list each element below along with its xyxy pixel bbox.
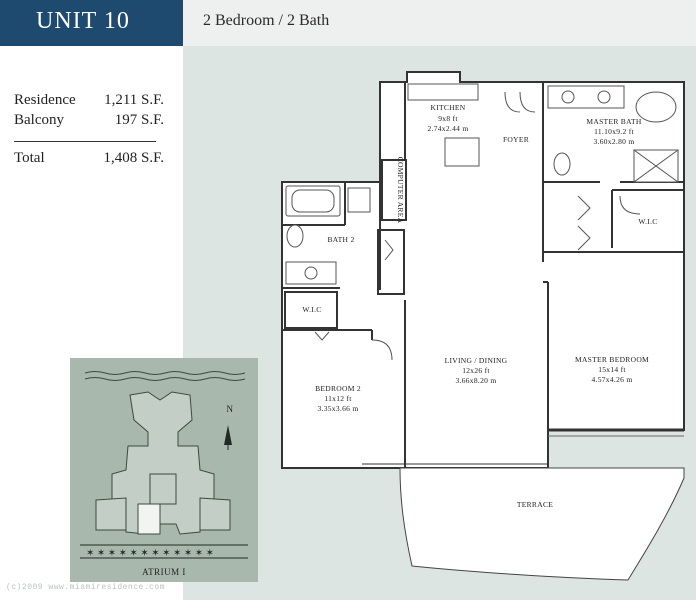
bath2-toilet <box>286 224 304 248</box>
door-swing <box>619 195 641 215</box>
door-swing <box>577 225 591 251</box>
master-tub <box>635 91 677 123</box>
terrace-label: TERRACE <box>517 500 553 509</box>
doors <box>314 91 641 361</box>
total-label: Total <box>14 150 45 166</box>
master-bath-dim-m: 3.60x2.80 m <box>593 137 634 146</box>
watermark: (c)2009 www.miamiresidence.com <box>6 583 166 592</box>
core <box>149 473 177 505</box>
wic-left-label: W.I.C <box>302 305 321 314</box>
kitchen-counter <box>407 83 479 101</box>
bedroom2-label: BEDROOM 2 <box>315 384 361 393</box>
bath2-sink <box>347 187 371 213</box>
north-arrow-head <box>224 425 232 445</box>
door-swing <box>504 91 521 113</box>
shower-mark <box>633 149 679 183</box>
tree-row: ✶✶✶✶✶✶✶✶✶✶✶✶ <box>86 548 217 559</box>
master-bath-dim-ft: 11.10x9.2 ft <box>594 127 634 136</box>
kitchen-island <box>444 137 480 167</box>
subtitle-bar: 2 Bedroom / 2 Bath <box>183 0 696 46</box>
atrium-label: ATRIUM I <box>142 567 186 577</box>
computer-area-label: COMPUTER AREA <box>396 157 405 224</box>
bath2-label: BATH 2 <box>327 235 354 244</box>
wing-right <box>199 497 231 531</box>
interior-walls <box>282 82 684 468</box>
area-row-residence: Residence 1,211 S.F. <box>14 92 164 112</box>
bath2-basin <box>304 266 318 280</box>
area-label: Residence <box>14 92 76 108</box>
area-row-balcony: Balcony 197 S.F. <box>14 112 164 132</box>
master-toilet <box>553 152 571 176</box>
door-swing <box>384 239 394 261</box>
area-table: Residence 1,211 S.F. Balcony 197 S.F. <box>14 92 164 132</box>
door-swing <box>577 195 591 221</box>
kitchen-label: KITCHEN <box>430 103 465 112</box>
bedroom2-dim-m: 3.35x3.66 m <box>317 404 358 413</box>
living-dim-ft: 12x26 ft <box>462 366 490 375</box>
area-row-total: Total 1,408 S.F. <box>14 150 164 170</box>
door-swing <box>314 331 330 341</box>
area-label: Balcony <box>14 112 64 128</box>
living-label: LIVING / DINING <box>445 356 508 365</box>
area-value: 1,211 S.F. <box>104 92 164 108</box>
closet <box>377 229 405 295</box>
door-swing <box>519 91 536 113</box>
terrace-outline <box>399 467 685 581</box>
tower-outline <box>111 391 215 535</box>
fixtures <box>285 83 679 285</box>
area-value: 197 S.F. <box>114 112 164 128</box>
kitchen-dim-ft: 9x8 ft <box>438 114 458 123</box>
wic-left-box <box>284 291 338 329</box>
total-value: 1,408 S.F. <box>103 150 164 166</box>
bedroom2-dim-ft: 11x12 ft <box>324 394 352 403</box>
north-label: N <box>227 404 234 414</box>
area-divider <box>14 141 156 142</box>
master-vanity <box>547 85 625 109</box>
master-sink-right <box>597 90 611 104</box>
computer-desk <box>381 159 407 221</box>
master-bath-label: MASTER BATH <box>586 117 641 126</box>
water-lines <box>84 377 246 381</box>
north-arrow-icon <box>224 425 232 450</box>
unit-title: UNIT 10 <box>36 8 130 34</box>
master-bedroom-label: MASTER BEDROOM <box>575 355 649 364</box>
master-bedroom-dim-m: 4.57x4.26 m <box>591 375 632 384</box>
building-footprint <box>95 391 231 535</box>
door-swing <box>371 339 393 361</box>
bathtub-basin <box>291 189 335 213</box>
key-plan: N ✶✶✶✶✶✶✶✶✶✶✶✶ ATRIUM I <box>70 358 258 582</box>
unit-subtitle: 2 Bedroom / 2 Bath <box>203 12 330 29</box>
kitchen-dim-m: 2.74x2.44 m <box>427 124 468 133</box>
water-lines <box>84 371 246 375</box>
wing-left <box>95 497 127 531</box>
foyer-label: FOYER <box>503 135 529 144</box>
unit-highlight <box>137 503 161 535</box>
master-sink-left <box>561 90 575 104</box>
master-bedroom-dim-ft: 15x14 ft <box>598 365 626 374</box>
wic-right-label: W.I.C <box>638 217 657 226</box>
room-labels: KITCHEN 9x8 ft 2.74x2.44 m FOYER MASTER … <box>302 103 657 509</box>
title-bar: UNIT 10 <box>0 0 183 46</box>
living-dim-m: 3.66x8.20 m <box>455 376 496 385</box>
floor-plan <box>281 71 685 581</box>
